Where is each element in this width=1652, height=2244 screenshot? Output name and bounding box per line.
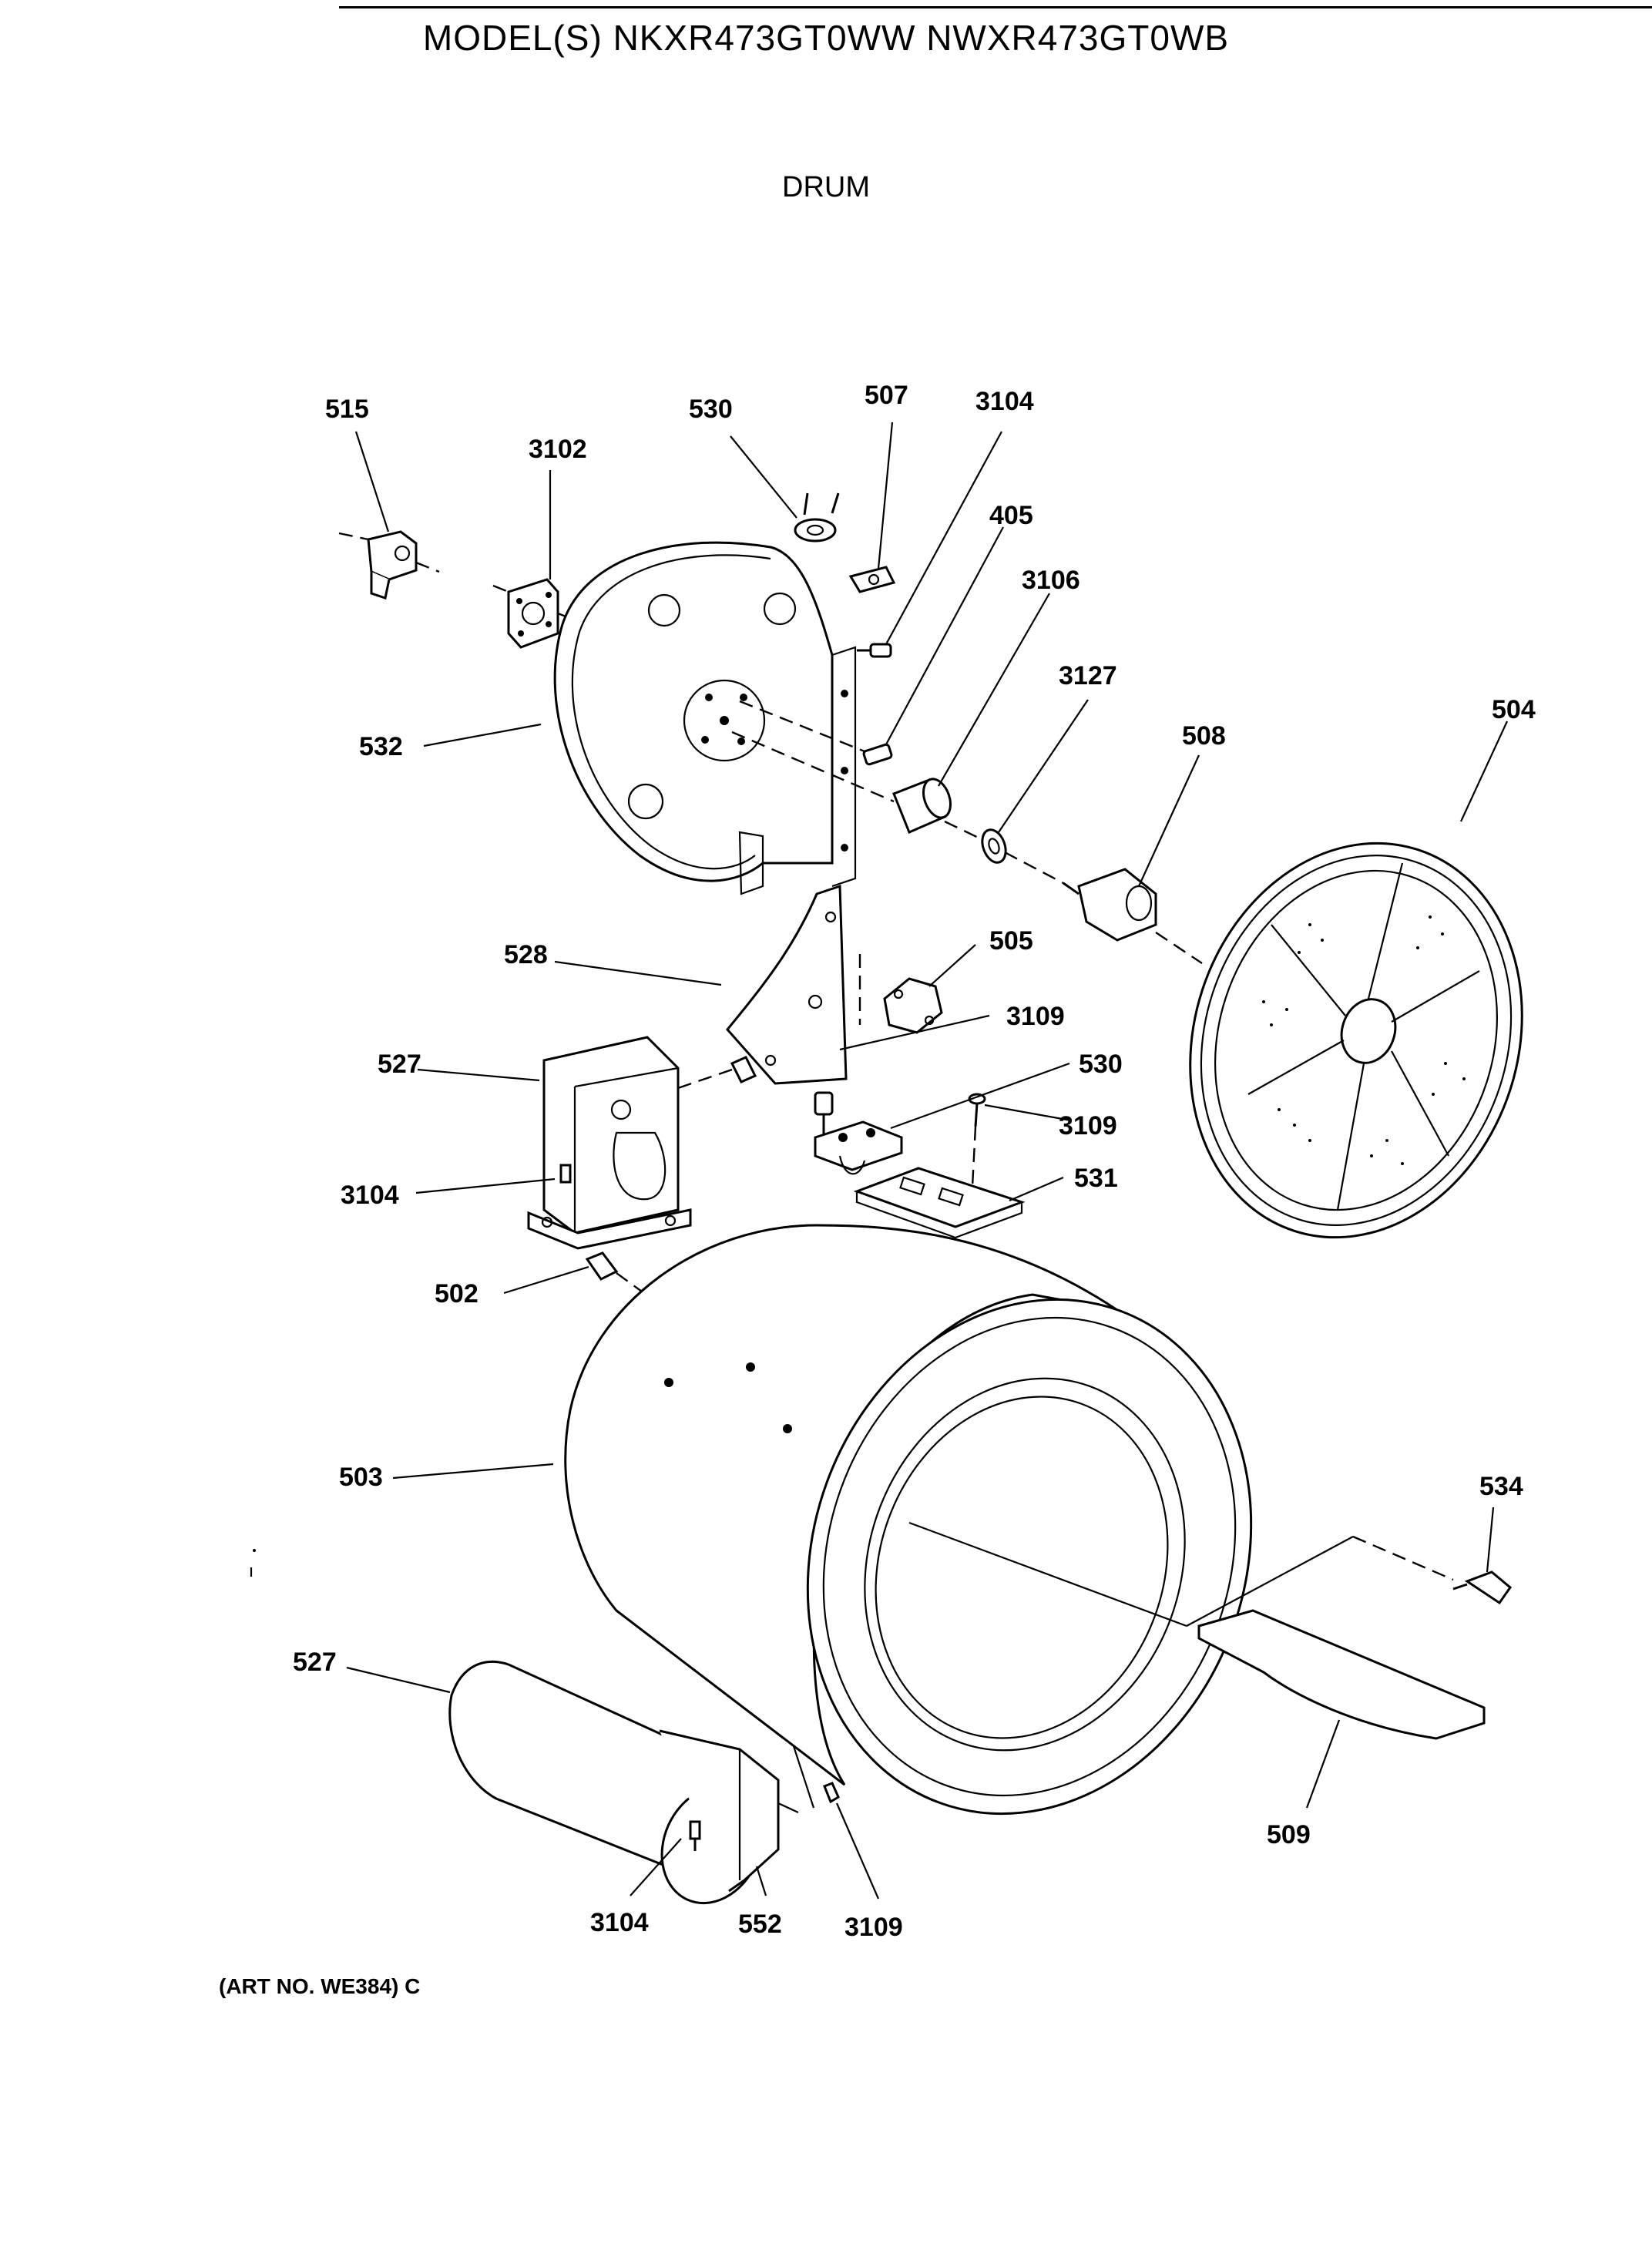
callout-532: 532 [359,732,403,761]
callout-527-bottom: 527 [293,1648,337,1677]
callout-505: 505 [989,926,1033,956]
part-532-rear-bulkhead [553,541,857,895]
part-405-bolt [739,700,893,766]
part-3127-washer [944,820,1007,864]
callout-508: 508 [1182,721,1226,751]
callout-527-top: 527 [378,1050,421,1079]
callout-515: 515 [325,395,369,424]
section-title: DRUM [782,171,870,203]
callout-530-top: 530 [689,395,733,424]
callout-3104-left: 3104 [341,1181,399,1210]
callout-3102: 3102 [529,435,587,464]
stray-mark [253,1549,256,1552]
callout-3127: 3127 [1059,661,1117,690]
callout-503: 503 [339,1463,383,1492]
part-534-screw [1352,1535,1513,1605]
callout-531: 531 [1074,1164,1118,1193]
part-527-top-mount [527,1036,757,1250]
callout-3109-mid: 3109 [1006,1002,1065,1031]
part-509-baffle [1186,1536,1486,1740]
part-3109-mid-screw [814,1091,834,1136]
callout-509: 509 [1267,1820,1311,1849]
part-504-drum-back [1189,842,1523,1239]
callout-552: 552 [738,1910,782,1939]
part-507-fuse [848,566,896,593]
callout-534: 534 [1479,1472,1523,1501]
callout-3109-right: 3109 [1059,1111,1117,1140]
callout-405: 405 [989,501,1033,530]
callout-502: 502 [435,1279,478,1308]
callout-507: 507 [865,381,908,410]
part-531-plate [853,1167,1026,1239]
art-number: (ART NO. WE384) C [219,1974,421,1998]
callout-528: 528 [504,940,548,969]
part-530-mid-thermostat [814,1120,903,1175]
part-508-bearing [1004,851,1203,964]
part-3106-bushing [731,731,952,834]
leader-lines [346,422,1508,1900]
callout-504: 504 [1492,695,1536,724]
part-505-gasket [883,977,943,1034]
callout-3104-top: 3104 [975,387,1034,416]
header-rule [339,6,1652,8]
callout-3104-bottom: 3104 [590,1908,649,1937]
part-527-bottom-motor [448,1660,840,1905]
callout-3109-bottom: 3109 [844,1913,903,1942]
callout-530-mid: 530 [1079,1050,1123,1079]
part-515-bracket [338,530,440,600]
part-3104-top-screw [857,643,892,658]
callout-3106: 3106 [1022,566,1080,595]
part-530-top-thermostat [794,492,840,543]
part-3109-right-screw [968,1093,986,1188]
model-title: MODEL(S) NKXR473GT0WW NWXR473GT0WB [422,18,1230,58]
part-528-bracket [726,884,861,1085]
part-3102-plate [492,578,586,649]
